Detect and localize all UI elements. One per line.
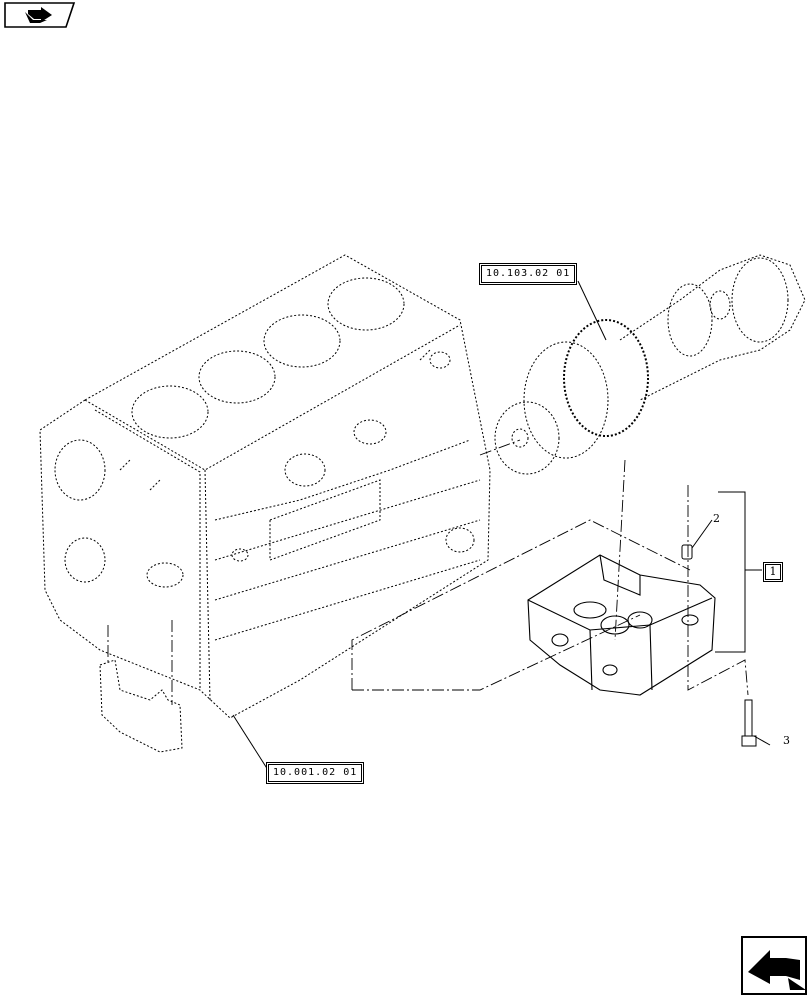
engine-block: [39, 254, 491, 753]
crankshaft-assembly: [494, 254, 806, 475]
item-3-callout[interactable]: 3: [783, 734, 790, 747]
item-1-callout[interactable]: 1: [765, 564, 781, 580]
bolt: [741, 699, 771, 747]
leader-block-ref: [232, 714, 269, 771]
balancer-unit: [527, 554, 716, 696]
block-ref-label[interactable]: 10.001.02 01: [268, 764, 363, 782]
book-page-arrow-icon[interactable]: [4, 2, 76, 28]
camshaft-ref-label[interactable]: 10.103.02 01: [481, 265, 576, 283]
dowel-pin: [681, 519, 713, 560]
group-bracket: [715, 491, 746, 653]
item-2-callout[interactable]: 2: [713, 512, 720, 525]
leader-camshaft-ref: [577, 280, 607, 341]
assembly-axis-lines: [107, 439, 749, 705]
next-page-arrow-icon[interactable]: [741, 936, 807, 995]
